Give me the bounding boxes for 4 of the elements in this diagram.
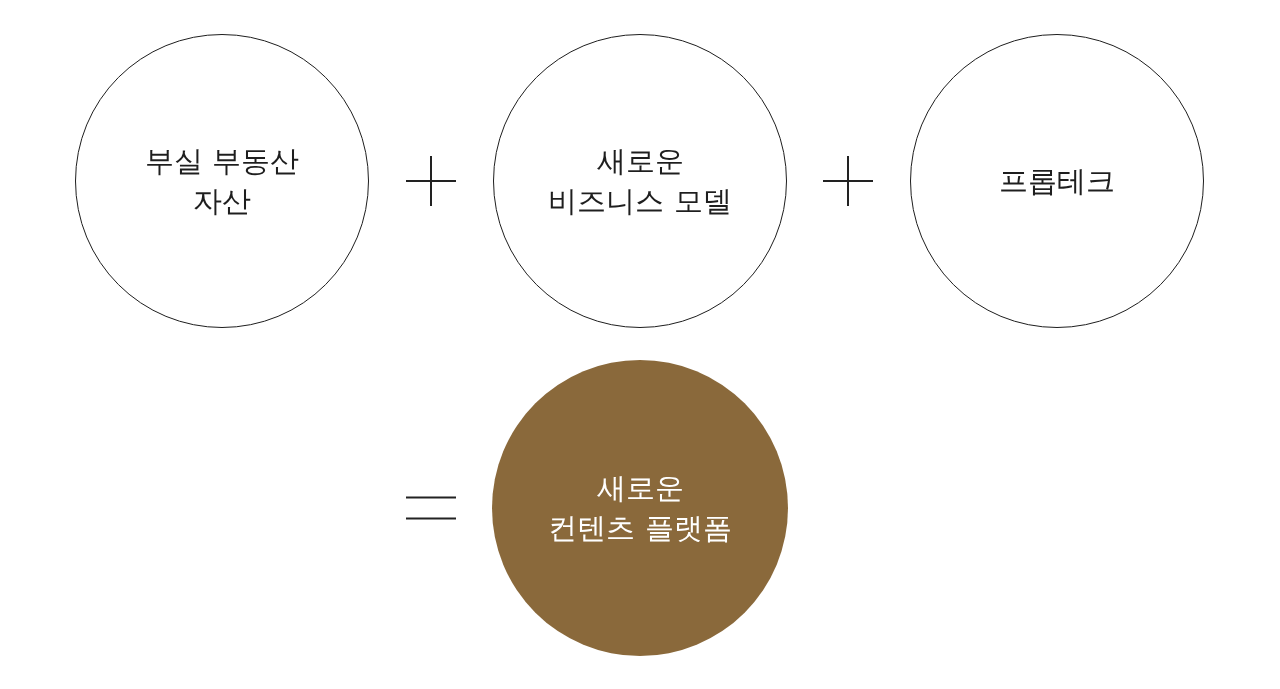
node-label: 프롭테크 [999, 163, 1115, 200]
node-label: 새로운 컨텐츠 플랫폼 [548, 470, 732, 547]
node-label: 부실 부동산 자산 [144, 143, 300, 220]
node-label: 새로운 비즈니스 모델 [548, 143, 732, 220]
